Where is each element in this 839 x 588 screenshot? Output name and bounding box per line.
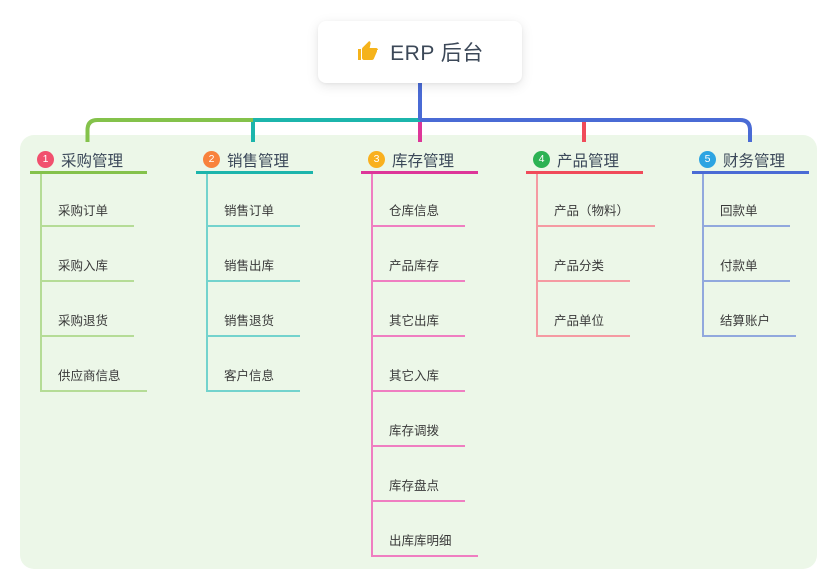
thumbs-up-icon [358,41,379,60]
branch4-title: 产品管理 [557,152,620,170]
branch2-number-badge: 2 [203,151,220,168]
branch4-number-badge: 4 [533,151,550,168]
branch2-child-2[interactable]: 销售出库 [208,227,301,282]
branch-sales: 2 销售管理 销售订单 销售出库 销售退货 客户信息 [196,148,313,392]
branch1-child-2[interactable]: 采购入库 [42,227,135,282]
branch5-title: 财务管理 [723,152,786,170]
branch5-child-1[interactable]: 回款单 [704,174,790,227]
branch5-number-badge: 5 [699,151,716,168]
branch-inventory: 3 库存管理 仓库信息 产品库存 其它出库 其它入库 库存调拨 库存盘点 出库库… [361,148,478,557]
branch3-children: 仓库信息 产品库存 其它出库 其它入库 库存调拨 库存盘点 出库库明细 [371,174,478,557]
branch5-header[interactable]: 5 财务管理 [692,148,809,174]
branch1-child-4[interactable]: 供应商信息 [42,337,147,392]
branch2-child-4[interactable]: 客户信息 [208,337,301,392]
branch3-child-5[interactable]: 库存调拨 [373,392,466,447]
branch2-title: 销售管理 [227,152,290,170]
branch3-child-1[interactable]: 仓库信息 [373,174,466,227]
branch4-header[interactable]: 4 产品管理 [526,148,643,174]
branch-finance: 5 财务管理 回款单 付款单 结算账户 [692,148,809,337]
branch1-title: 采购管理 [61,152,124,170]
branch3-child-6[interactable]: 库存盘点 [373,447,466,502]
branch4-child-2[interactable]: 产品分类 [538,227,631,282]
branch2-child-1[interactable]: 销售订单 [208,174,301,227]
branch2-child-3[interactable]: 销售退货 [208,282,301,337]
branch-product: 4 产品管理 产品（物料） 产品分类 产品单位 [526,148,656,337]
branch4-child-3[interactable]: 产品单位 [538,282,631,337]
branch3-child-2[interactable]: 产品库存 [373,227,466,282]
branch2-children: 销售订单 销售出库 销售退货 客户信息 [206,174,301,392]
branch3-child-4[interactable]: 其它入库 [373,337,466,392]
branch3-title: 库存管理 [392,152,455,170]
branch3-child-3[interactable]: 其它出库 [373,282,466,337]
branch1-number-badge: 1 [37,151,54,168]
branch1-child-3[interactable]: 采购退货 [42,282,135,337]
branch5-child-3[interactable]: 结算账户 [704,282,797,337]
branch4-child-1[interactable]: 产品（物料） [538,174,656,227]
branch-procurement: 1 采购管理 采购订单 采购入库 采购退货 供应商信息 [30,148,147,392]
branch3-header[interactable]: 3 库存管理 [361,148,478,174]
branch3-number-badge: 3 [368,151,385,168]
branch1-children: 采购订单 采购入库 采购退货 供应商信息 [40,174,147,392]
branches-background-panel [20,135,817,569]
branch3-child-7[interactable]: 出库库明细 [373,502,478,557]
branch5-children: 回款单 付款单 结算账户 [702,174,797,337]
branch1-header[interactable]: 1 采购管理 [30,148,147,174]
branch2-header[interactable]: 2 销售管理 [196,148,313,174]
branch1-child-1[interactable]: 采购订单 [42,174,135,227]
root-title: ERP 后台 [390,42,484,65]
root-node[interactable]: ERP 后台 [318,21,522,83]
branch5-child-2[interactable]: 付款单 [704,227,790,282]
branch4-children: 产品（物料） 产品分类 产品单位 [536,174,656,337]
